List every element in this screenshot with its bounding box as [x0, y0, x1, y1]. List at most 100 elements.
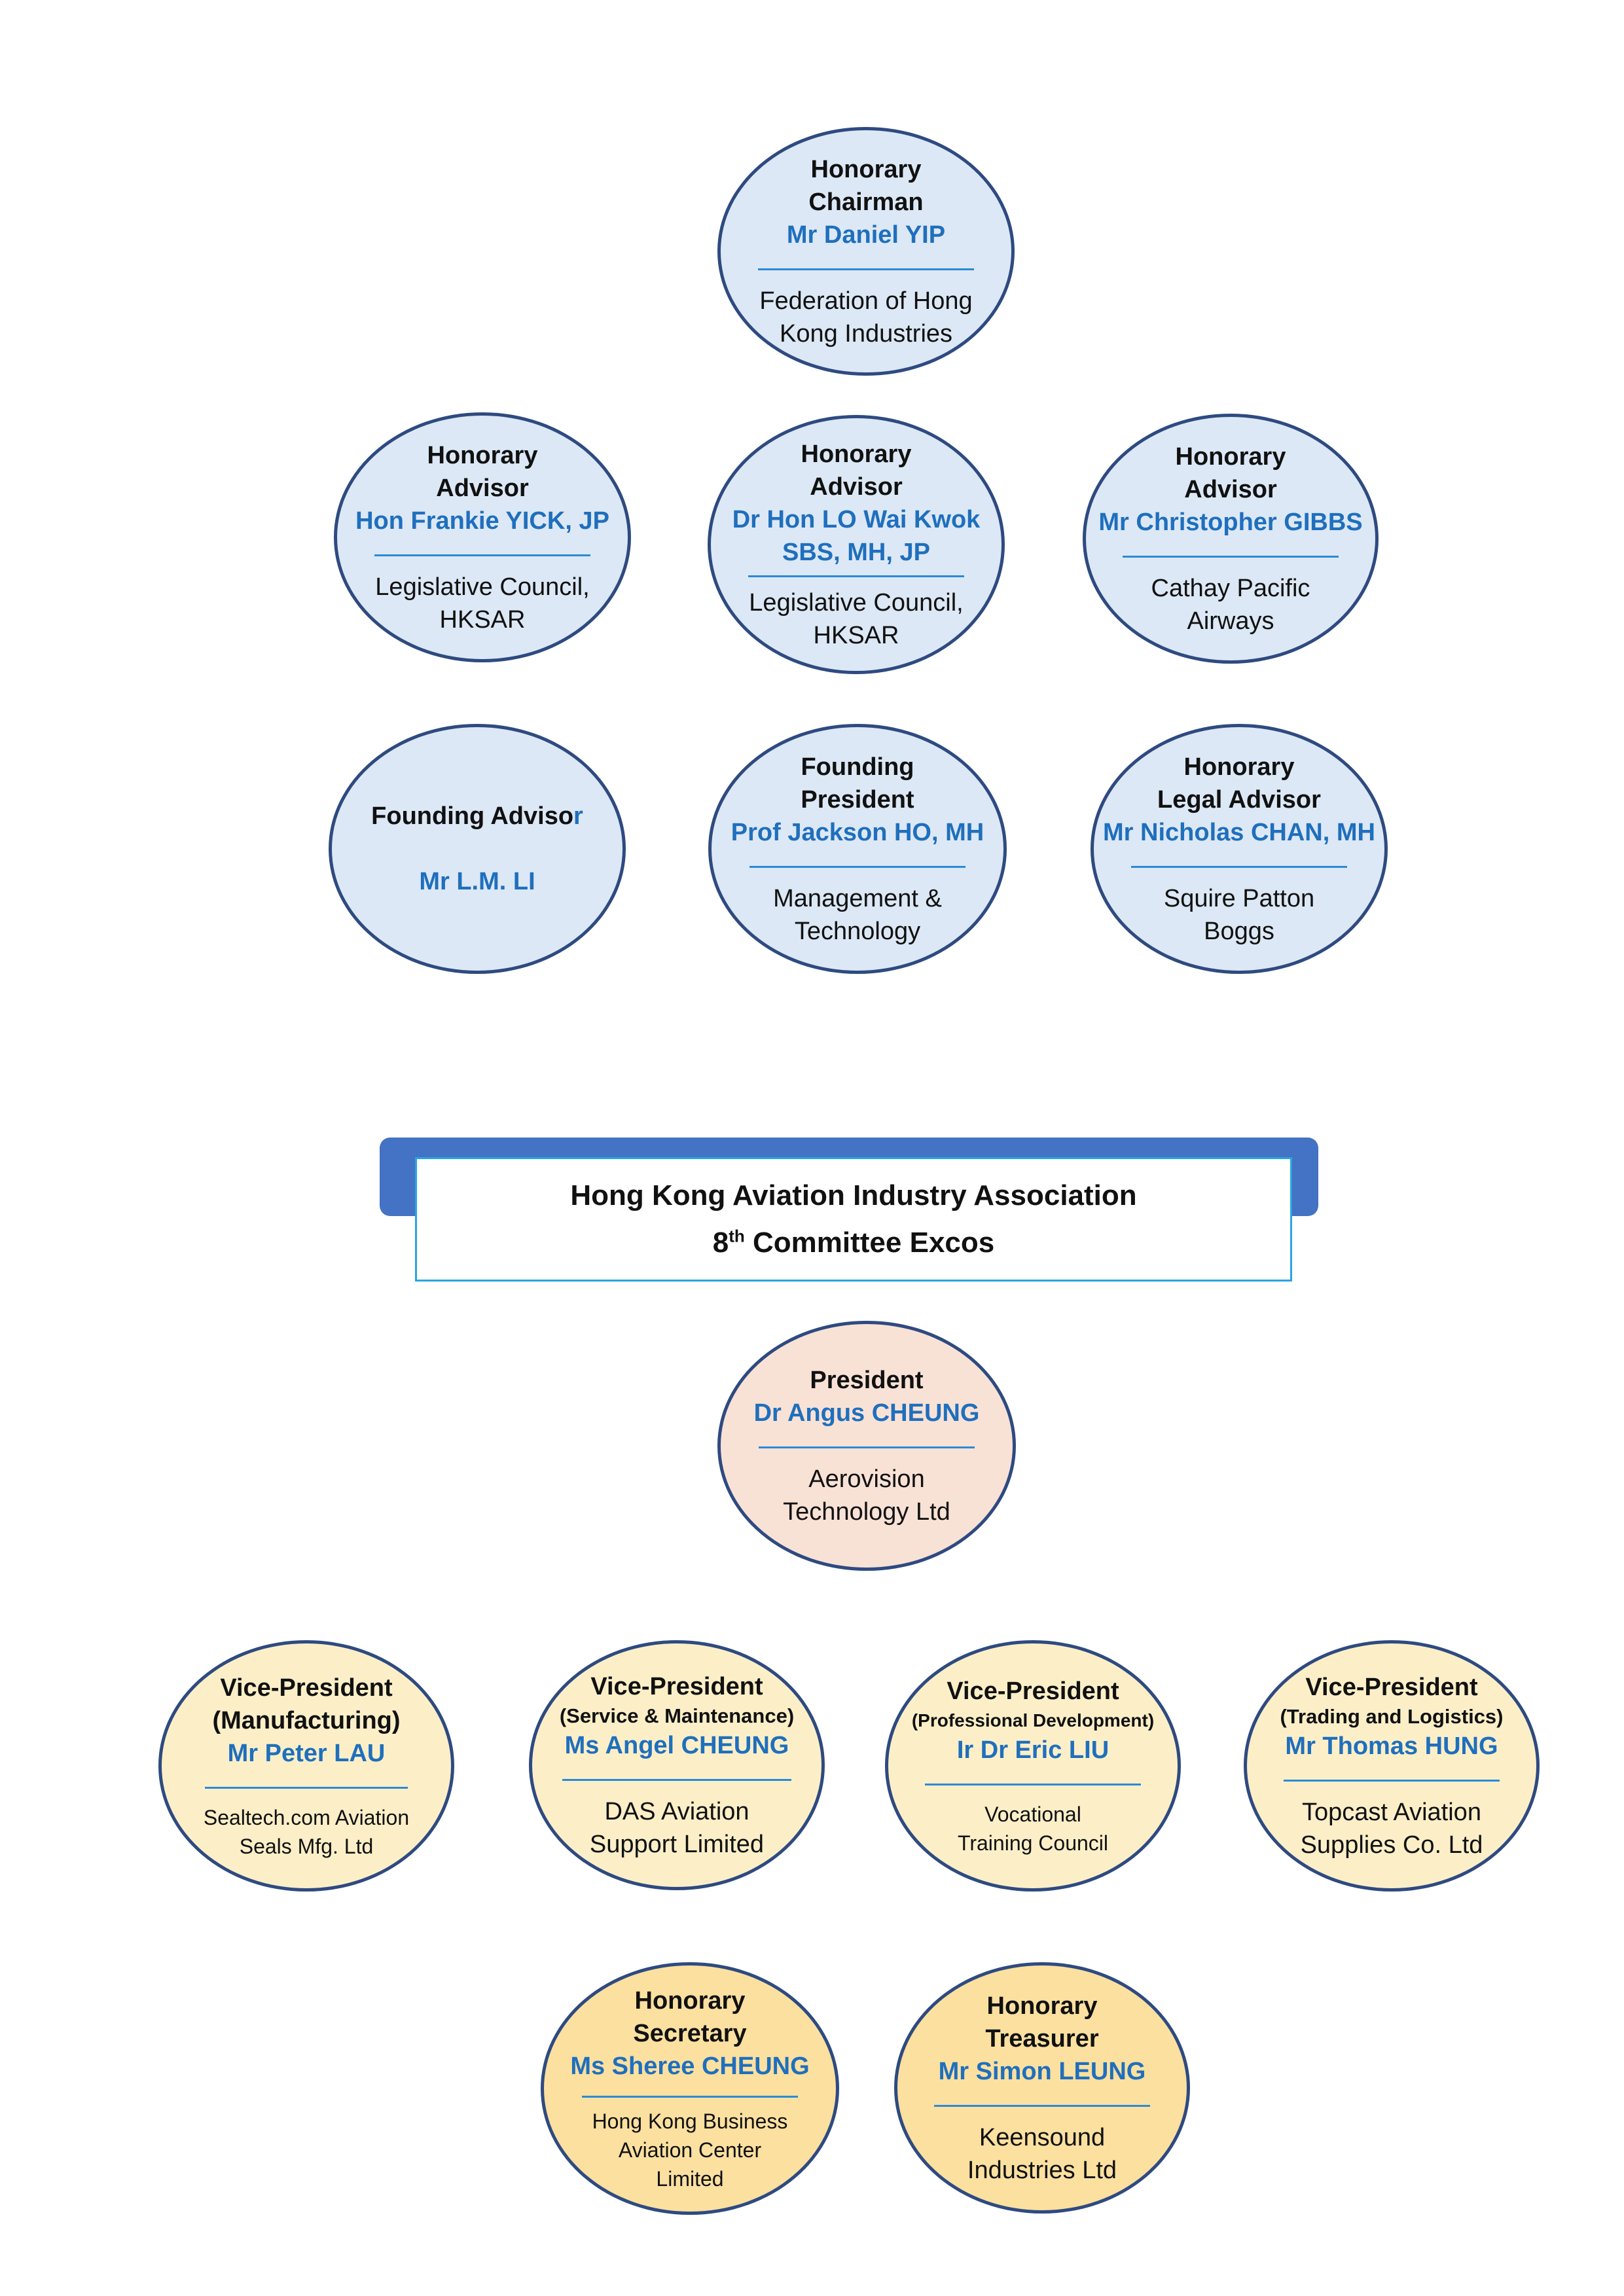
honorary-treasurer-node: Honorary Treasurer Mr Simon LEUNG Keenso… [894, 1962, 1190, 2214]
divider [749, 865, 965, 868]
divider [205, 1786, 408, 1789]
org-label: Limited [656, 2166, 724, 2191]
vice-president-node: Vice-President (Professional Development… [885, 1640, 1181, 1892]
member-name: Ir Dr Eric LIU [956, 1736, 1110, 1764]
org-label: Support Limited [589, 1830, 765, 1858]
role-label: Honorary [1183, 753, 1295, 781]
divider [374, 554, 590, 556]
org-label: HKSAR [439, 605, 526, 634]
role-label: Vice-President [220, 1674, 393, 1702]
member-name: Mr Nicholas CHAN, MH [1103, 818, 1375, 846]
committee-ordinal-suffix: th [729, 1226, 745, 1246]
role-label: Founding [801, 753, 914, 781]
role-label: Chairman [808, 188, 924, 216]
role-label-end: r [573, 802, 583, 830]
vice-president-node: Vice-President (Manufacturing) Mr Peter … [158, 1640, 454, 1892]
member-name: Ms Sheree CHEUNG [570, 2052, 810, 2080]
org-label: Topcast Aviation [1302, 1798, 1481, 1826]
role-label: President [810, 1366, 924, 1394]
role-label: Founding Advisor [371, 800, 583, 833]
org-label: Vocational [984, 1802, 1081, 1826]
org-label: Federation of Hong [759, 287, 973, 315]
honorary-advisor-node: Honorary Advisor Hon Frankie YICK, JP Le… [334, 412, 631, 662]
committee-number: 8 [712, 1227, 729, 1259]
org-label: Aviation Center [618, 2138, 762, 2162]
org-label: Technology Ltd [783, 1498, 950, 1526]
member-name: Mr Peter LAU [227, 1739, 386, 1767]
honorary-advisor-node: Honorary Advisor Dr Hon LO Wai Kwok SBS,… [708, 415, 1005, 674]
org-label: Hong Kong Business [592, 2109, 788, 2133]
org-label: HKSAR [813, 621, 899, 649]
org-label: Aerovision [808, 1465, 925, 1493]
divider [1284, 1779, 1500, 1782]
org-label: Cathay Pacific [1151, 574, 1310, 602]
role-label: Honorary [1175, 442, 1286, 471]
committee-title-rest: Committee Excos [744, 1227, 995, 1259]
honorary-advisor-node: Honorary Advisor Mr Christopher GIBBS Ca… [1083, 414, 1379, 664]
divider [925, 1783, 1141, 1785]
org-label: Management & [773, 884, 942, 912]
role-label: Vice-President [590, 1672, 763, 1700]
committee-title: 8th Committee Excos [713, 1219, 995, 1266]
member-name: Dr Angus CHEUNG [753, 1399, 980, 1427]
divider [759, 1446, 975, 1448]
org-label: Airways [1187, 607, 1274, 635]
vice-president-node: Vice-President (Service & Maintenance) M… [529, 1640, 825, 1890]
legal-advisor-node: Honorary Legal Advisor Mr Nicholas CHAN,… [1091, 724, 1388, 974]
role-label: Vice-President [947, 1677, 1119, 1705]
org-label: Squire Patton [1163, 884, 1315, 912]
founding-advisor-node: Founding Advisor Mr L.M. LI [329, 724, 626, 974]
role-label: Secretary [633, 2019, 747, 2047]
divider [1123, 555, 1339, 558]
role-label: Honorary [427, 441, 538, 469]
member-name: Mr Daniel YIP [786, 221, 946, 249]
member-name: Mr L.M. LI [419, 868, 535, 895]
association-name: Hong Kong Aviation Industry Association [570, 1179, 1137, 1211]
role-sub-label: (Trading and Logistics) [1280, 1704, 1504, 1728]
member-name: Prof Jackson HO, MH [731, 818, 984, 846]
role-label: President [801, 785, 914, 814]
member-name: Ms Angel CHEUNG [564, 1731, 789, 1759]
org-label: Seals Mfg. Ltd [239, 1834, 374, 1858]
member-name: Dr Hon LO Wai Kwok [732, 505, 981, 533]
org-label: Boggs [1204, 917, 1274, 945]
org-label: Legislative Council, [749, 588, 964, 617]
divider [748, 575, 964, 577]
org-label: Sealtech.com Aviation [203, 1805, 410, 1829]
role-label: Legal Advisor [1157, 785, 1321, 814]
role-sub-label: (Professional Development) [911, 1710, 1155, 1731]
divider [582, 2095, 798, 2098]
divider [934, 2104, 1150, 2107]
role-label: Vice-President [1305, 1673, 1478, 1701]
honorary-chairman-node: Honorary Chairman Mr Daniel YIP Federati… [717, 127, 1015, 376]
member-name: SBS, MH, JP [782, 538, 930, 566]
role-label-main: Founding Adviso [371, 802, 574, 830]
member-name: Hon Frankie YICK, JP [355, 507, 609, 535]
role-label: Honorary [810, 155, 922, 183]
org-label: Industries Ltd [967, 2156, 1117, 2184]
org-label: Legislative Council, [375, 573, 590, 601]
divider [758, 268, 974, 270]
role-label: Advisor [1184, 475, 1277, 503]
role-label: Advisor [436, 474, 529, 502]
role-label: Honorary [634, 1986, 746, 2015]
founding-president-node: Founding President Prof Jackson HO, MH M… [708, 724, 1007, 974]
member-name: Mr Christopher GIBBS [1098, 508, 1363, 536]
role-sub-label: (Manufacturing) [212, 1706, 401, 1734]
divider [1131, 865, 1347, 868]
vice-president-node: Vice-President (Trading and Logistics) M… [1244, 1640, 1540, 1892]
org-label: Kong Industries [779, 319, 953, 348]
role-label: Honorary [801, 440, 912, 468]
member-name: Mr Simon LEUNG [938, 2057, 1146, 2085]
divider [562, 1778, 791, 1781]
role-label: Treasurer [985, 2024, 1099, 2053]
role-sub-label: (Service & Maintenance) [559, 1704, 795, 1727]
title-banner: Hong Kong Aviation Industry Association … [415, 1157, 1292, 1282]
role-label: Honorary [986, 1992, 1098, 2020]
honorary-secretary-node: Honorary Secretary Ms Sheree CHEUNG Hong… [541, 1962, 839, 2215]
president-node: President Dr Angus CHEUNG Aerovision Tec… [717, 1321, 1016, 1571]
org-label: Keensound [979, 2123, 1106, 2151]
role-label: Advisor [810, 473, 903, 501]
member-name: Mr Thomas HUNG [1285, 1732, 1498, 1760]
org-label: Supplies Co. Ltd [1300, 1831, 1483, 1859]
